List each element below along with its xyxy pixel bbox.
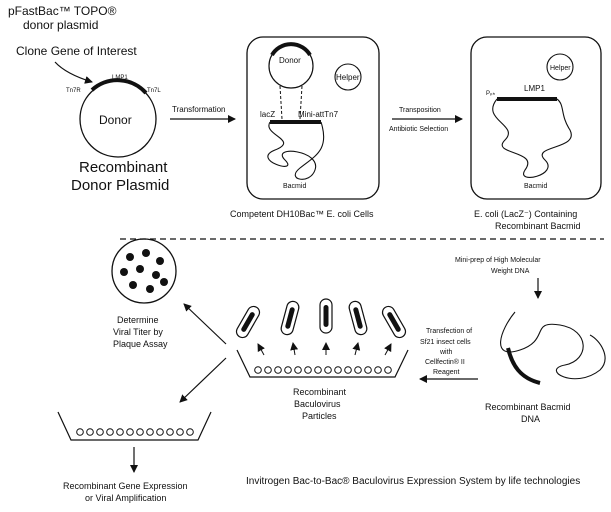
recombinant-donor-line1: Recombinant (79, 159, 168, 176)
cell-2-outline (470, 36, 602, 200)
transfection-line4: Cellfectin® II (425, 358, 465, 366)
cell-1-outline (246, 36, 380, 200)
expression-line1: Recombinant Gene Expression (63, 481, 188, 491)
plaque-dots (120, 249, 168, 293)
lmp1-label: LMP1 (112, 75, 128, 81)
cell-1-donor-insert (270, 42, 312, 57)
miniprep-line1: Mini-prep of High Molecular (455, 257, 541, 264)
recombinant-bacmid-line2: DNA (521, 414, 540, 424)
cell-2-bacmid-label: Bacmid (524, 183, 547, 190)
budding-arrows (257, 342, 392, 356)
footer-credit: Invitrogen Bac-to-Bac® Baculovirus Expre… (246, 476, 580, 487)
cell-1-bacmid-strand (267, 121, 325, 180)
transfection-line5: Reagent (433, 369, 460, 376)
expression-line2: or Viral Amplification (85, 493, 166, 503)
particles-line3: Particles (302, 411, 337, 421)
recombinant-donor-line2: Donor Plasmid (71, 177, 169, 194)
plasmid-title-line1: pFastBac™ TOPO® (8, 4, 117, 18)
cell-1-dash-right (299, 85, 303, 120)
transformation-label: Transformation (172, 105, 226, 114)
arrow-to-amplification (179, 357, 227, 403)
cell-1-helper-circle (334, 63, 362, 91)
tn7l-label: Tn7L (147, 88, 161, 94)
cell-1-miniattn7-label: Mini-attTn7 (298, 110, 339, 119)
cell-2-helper-circle (546, 53, 574, 81)
recombinant-bacmid-line1: Recombinant Bacmid (485, 402, 571, 412)
cell-2-caption-line2: Recombinant Bacmid (495, 221, 581, 231)
donor-plasmid-label: Donor (99, 113, 132, 127)
plaque-line2: Viral Titer by (113, 327, 163, 337)
antibiotic-selection-label: Antibiotic Selection (389, 126, 448, 133)
plaque-line1: Determine (117, 315, 159, 325)
cell-2-caption-line1: E. coli (LacZ⁻) Containing (474, 209, 577, 219)
miniprep-line2: Weight DNA (491, 268, 530, 275)
transfection-line2: Sf21 insect cells (420, 339, 471, 346)
plaque-line3: Plaque Assay (113, 339, 168, 349)
plasmid-title-line2: donor plasmid (23, 18, 98, 32)
cell-1-helper-label: Helper (336, 73, 360, 82)
baculovirus-particles (235, 298, 407, 339)
amplification-cells (76, 428, 194, 436)
cell-1-lacz-label: lacZ (260, 110, 275, 119)
transfection-line1: Transfection of (426, 328, 472, 335)
clone-gene-label: Clone Gene of Interest (16, 44, 137, 58)
cell-2-promoter-label: Pₚₕ (486, 91, 496, 97)
insert-segment (90, 78, 148, 95)
tn7r-label: Tn7R (66, 88, 81, 94)
transfection-line3: with (439, 349, 453, 356)
arrow-to-plaque (183, 303, 227, 345)
plaque-plate (111, 238, 177, 304)
particles-line1: Recombinant (293, 387, 347, 397)
bacmid-dna-insert (506, 347, 541, 385)
amplification-dish (57, 411, 212, 441)
cell-1-bacmid-label: Bacmid (283, 183, 306, 190)
cell-1-dash-left (279, 85, 283, 120)
cell-dish (236, 349, 409, 378)
cell-2-lmp1-label: LMP1 (524, 84, 545, 93)
cell-2-helper-label: Helper (550, 65, 571, 72)
dish-cells (254, 366, 392, 374)
particles-line2: Baculovirus (294, 399, 341, 409)
cell-2-bacmid-strand (492, 98, 572, 178)
transposition-label: Transposition (399, 107, 441, 114)
clone-arrow (54, 61, 93, 84)
cell-1-donor-label: Donor (279, 56, 301, 65)
cell-1-caption: Competent DH10Bac™ E. coli Cells (230, 209, 374, 219)
